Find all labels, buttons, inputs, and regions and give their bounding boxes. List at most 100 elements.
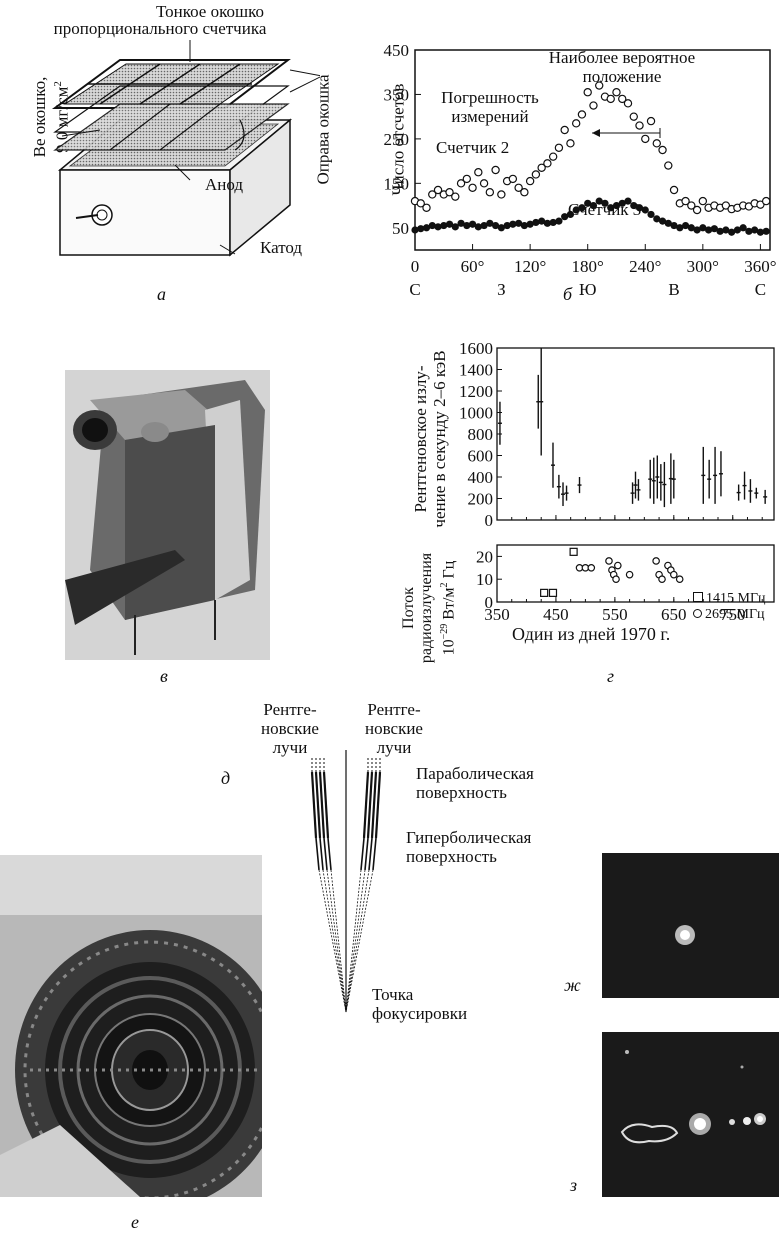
- counter2-point: [761, 196, 771, 206]
- counter2-point: [491, 165, 500, 175]
- rays-right: Рентге- новские лучи: [354, 700, 434, 757]
- x-tick-label: 360°: [744, 257, 776, 276]
- counter2-point: [606, 94, 615, 104]
- radio-1415-point: [540, 588, 549, 597]
- counter3-point: [491, 221, 500, 230]
- y-tick-label: 0: [485, 593, 494, 612]
- caption-v: в: [160, 666, 168, 686]
- counter3-point: [417, 225, 425, 233]
- caption-b: б: [563, 284, 573, 304]
- focused-ray: [345, 869, 366, 1013]
- counter2-point: [514, 183, 523, 192]
- focus-l1: Точка: [372, 985, 414, 1004]
- legend-circle-icon: [693, 609, 702, 618]
- annot-error-l1: Погрешность: [441, 88, 539, 107]
- mirror-segment: [364, 837, 369, 871]
- counter2-point: [595, 81, 604, 90]
- y-tick-label: 600: [468, 447, 494, 466]
- counter2-point: [422, 203, 431, 212]
- caption-zh: ж: [564, 975, 581, 995]
- x-tick-label: 180°: [572, 257, 604, 276]
- mirror-segment: [368, 837, 373, 871]
- counter2-point: [681, 196, 690, 206]
- x-tick-label: 120°: [514, 257, 546, 276]
- mirror-segment: [362, 771, 370, 839]
- counter2-point: [525, 176, 535, 186]
- counter2-point: [652, 139, 661, 148]
- rays-left-l1: Рентге-: [263, 700, 317, 719]
- counter3-point: [422, 224, 431, 232]
- y-tick-label: 10: [476, 570, 493, 589]
- counter3-point: [440, 221, 448, 230]
- radio-2695-point: [652, 557, 660, 565]
- parabolic-label: Параболическая поверхность: [416, 764, 534, 802]
- counter3-point: [716, 227, 724, 235]
- wolter-optics-diagram: [310, 750, 382, 1013]
- mirror-segment: [366, 771, 374, 839]
- counter3-point: [543, 219, 552, 227]
- mirror-segment: [318, 771, 326, 839]
- counter2-point: [583, 88, 592, 97]
- mirror-segment: [314, 771, 322, 839]
- counter3-point: [549, 218, 557, 227]
- caption-g: г: [607, 666, 615, 686]
- anode-label: Анод: [205, 175, 244, 194]
- legend-square: 1415 МГц: [693, 589, 766, 608]
- mirror-segment: [360, 837, 365, 871]
- mirror-segment: [322, 771, 330, 839]
- counter3-point: [428, 221, 436, 230]
- counter3-point: [676, 224, 684, 232]
- counter2-point: [474, 168, 483, 177]
- counter3-point: [687, 224, 695, 232]
- counter3-point: [658, 217, 667, 225]
- y-tick-label: 20: [476, 547, 493, 566]
- counter2-point: [433, 185, 443, 195]
- counter3-point: [607, 204, 615, 212]
- y-tick-label: 250: [384, 130, 410, 149]
- counter2-point: [629, 112, 638, 121]
- window-label-2: пропорционального счетчика: [40, 19, 280, 38]
- counter3-point: [572, 206, 580, 214]
- radio-2695-point: [614, 561, 622, 570]
- counter2-point: [537, 163, 546, 172]
- mirror-segment: [327, 837, 332, 871]
- counter3-point: [641, 206, 649, 214]
- annot-most-probable: Наиболее вероятное положение: [512, 48, 732, 86]
- counter2-point: [618, 94, 627, 104]
- counter3-point: [526, 220, 534, 228]
- rays-left: Рентге- новские лучи: [255, 700, 325, 757]
- direction-label: С: [409, 280, 420, 299]
- counter3-point: [601, 199, 609, 207]
- y-tick-label: 350: [384, 85, 410, 104]
- x-tick-label: 550: [602, 605, 628, 624]
- counter2-point: [456, 179, 466, 188]
- counter3-point: [618, 199, 626, 207]
- y-tick-label: 0: [485, 511, 494, 530]
- mirror-segment: [374, 771, 382, 839]
- focused-ray: [330, 869, 347, 1013]
- mirror-segment: [323, 837, 328, 871]
- radio-2695-point: [670, 570, 678, 579]
- mirror-segment: [372, 837, 377, 871]
- counter2-point: [698, 196, 708, 206]
- counter2-point: [548, 152, 558, 161]
- x-tick-label: 240°: [629, 257, 661, 276]
- radio-1415-point: [548, 588, 558, 597]
- counter2-point: [508, 174, 518, 184]
- chart-g-bottom-frame: [496, 544, 775, 603]
- counter2-point: [658, 145, 667, 155]
- direction-label: С: [755, 280, 766, 299]
- hyperbolic-l1: Гиперболическая: [406, 828, 532, 847]
- counter3-point: [532, 218, 540, 227]
- counter3-point: [647, 210, 655, 219]
- counter3-point: [578, 204, 586, 212]
- x-tick-label: 60°: [461, 257, 485, 276]
- y-tick-label: 150: [384, 174, 410, 193]
- counter3-point: [566, 210, 575, 219]
- counter3-point: [728, 228, 736, 236]
- chart-b-frame: [414, 49, 771, 251]
- radio-2695-point: [658, 575, 666, 584]
- counter3-point: [515, 219, 523, 227]
- x-tick-label: 300°: [687, 257, 719, 276]
